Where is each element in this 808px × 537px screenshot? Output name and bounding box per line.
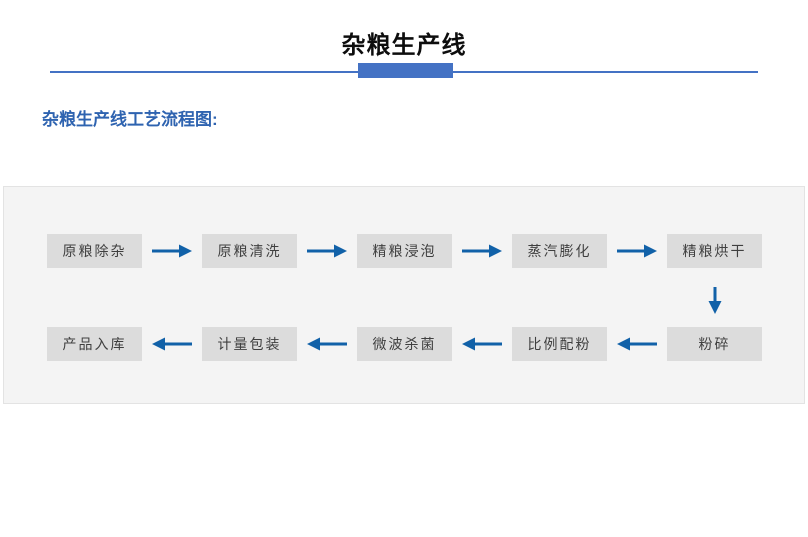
arrow-left-icon [307, 337, 347, 351]
arrow-cell [297, 327, 357, 361]
arrow-right-icon [462, 244, 502, 258]
arrow-down-icon [708, 287, 721, 314]
flowchart-panel: 原粮除杂 原粮清洗 精粮浸泡 蒸汽膨化 精粮烘干 产品入库 计量包装 微波杀菌 [3, 186, 805, 404]
divider-center-bar [358, 63, 453, 78]
title-divider [50, 63, 758, 79]
arrow-left-icon [617, 337, 657, 351]
flow-step-box: 计量包装 [202, 327, 297, 361]
flow-row-1: 原粮除杂 原粮清洗 精粮浸泡 蒸汽膨化 精粮烘干 [47, 234, 762, 268]
flow-step-box: 原粮清洗 [202, 234, 297, 268]
arrow-cell [452, 327, 512, 361]
arrow-left-icon [152, 337, 192, 351]
arrow-cell [607, 234, 667, 268]
down-connector [667, 286, 762, 314]
arrow-left-icon [462, 337, 502, 351]
flow-step-box: 精粮浸泡 [357, 234, 452, 268]
flow-step-box: 粉碎 [667, 327, 762, 361]
arrow-cell [297, 234, 357, 268]
flow-step-box: 比例配粉 [512, 327, 607, 361]
arrow-cell [142, 234, 202, 268]
page-title: 杂粮生产线 [341, 32, 467, 59]
flow-step-box: 产品入库 [47, 327, 142, 361]
flow-step-box: 原粮除杂 [47, 234, 142, 268]
arrow-cell [607, 327, 667, 361]
arrow-cell [452, 234, 512, 268]
arrow-right-icon [152, 244, 192, 258]
arrow-cell [142, 327, 202, 361]
flow-row-2: 产品入库 计量包装 微波杀菌 比例配粉 粉碎 [47, 327, 762, 361]
section-heading: 杂粮生产线工艺流程图: [42, 110, 218, 129]
flow-step-box: 精粮烘干 [667, 234, 762, 268]
arrow-right-icon [617, 244, 657, 258]
flow-step-box: 蒸汽膨化 [512, 234, 607, 268]
flow-step-box: 微波杀菌 [357, 327, 452, 361]
arrow-right-icon [307, 244, 347, 258]
